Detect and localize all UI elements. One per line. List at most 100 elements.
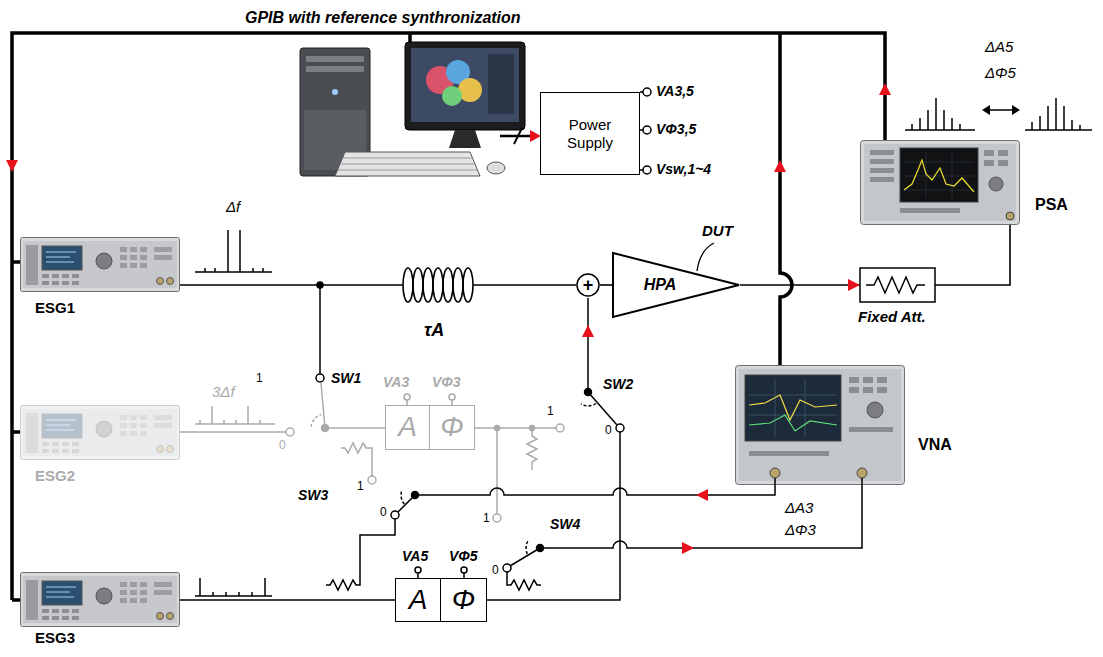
switch-network-grey xyxy=(322,425,329,432)
spectrum-sketch xyxy=(195,98,1092,596)
signal-connector xyxy=(740,284,860,286)
spectrum-sketch xyxy=(195,406,275,424)
text-holder: A xyxy=(396,579,440,621)
node-text: + xyxy=(583,276,594,294)
attenuator-symbol xyxy=(866,277,925,293)
node-heading: ESG3 xyxy=(35,629,75,647)
spectrum-sketch xyxy=(988,109,1014,111)
text-holder: PSA xyxy=(1035,195,1068,214)
switch-network-grey xyxy=(530,426,535,431)
bus-arrow xyxy=(6,160,18,172)
switch-network xyxy=(588,392,617,425)
circle-outline xyxy=(577,274,599,296)
measurement-label: ΔΦ5 xyxy=(985,64,1016,82)
switch-position: 0 xyxy=(492,563,499,577)
node-heading: VNA xyxy=(918,435,952,454)
computer-illustration xyxy=(442,86,462,106)
switch-label: SW3 xyxy=(298,487,328,504)
attenuator-symbol xyxy=(860,268,935,302)
text-holder: VA5 xyxy=(402,548,428,565)
text-holder: ΔA5 xyxy=(985,38,1013,56)
switch-network xyxy=(419,478,775,495)
voltage-label: VΦ5 xyxy=(449,548,478,565)
computer-illustration xyxy=(300,42,525,176)
computer-illustration xyxy=(449,130,481,148)
text-holder: Power Supply xyxy=(541,93,639,174)
text-holder: Vsw,1~4 xyxy=(656,161,711,178)
switch-network-grey xyxy=(495,426,500,431)
text-holder: Fixed Att. xyxy=(858,308,926,326)
power-supply-terminals xyxy=(643,88,651,96)
node-text: A xyxy=(398,412,417,443)
gpib-bus xyxy=(12,33,885,600)
switch-network xyxy=(587,298,589,388)
text-holder: VA3 xyxy=(383,374,409,391)
gpib-bus xyxy=(12,262,20,600)
delay-line-coil xyxy=(453,268,463,302)
spacing-label: 3Δf xyxy=(212,383,235,401)
spectrum-sketch xyxy=(195,578,272,596)
text-holder: 1 xyxy=(256,371,263,385)
switch-network xyxy=(581,404,596,406)
switch-network xyxy=(319,285,321,374)
signal-connector xyxy=(600,284,612,286)
text-holder: SW2 xyxy=(603,376,633,393)
switch-network xyxy=(510,548,540,566)
spectrum-analyzer-picture xyxy=(861,141,1020,225)
spectrum-sketch xyxy=(1025,98,1092,130)
signal-connector xyxy=(480,284,576,286)
voltage-label: VA5 xyxy=(402,548,428,565)
text-holder: HPA xyxy=(620,252,700,318)
text-holder: A xyxy=(386,406,429,449)
gpib-bus xyxy=(780,33,792,365)
delay-line-coil xyxy=(400,268,480,302)
switch-network-grey xyxy=(404,394,410,400)
signal-arrow xyxy=(682,542,694,554)
bus-title: GPIB with reference synthronization xyxy=(245,8,521,27)
switch-network xyxy=(503,564,511,572)
switch-network-grey xyxy=(556,424,564,432)
switch-network-grey xyxy=(180,383,564,522)
switch-network xyxy=(487,432,620,600)
text-holder: 3Δf xyxy=(212,383,235,401)
summing-junction: + xyxy=(576,273,600,297)
switch-network xyxy=(391,511,399,519)
switch-network-grey xyxy=(493,514,501,522)
text-holder: τA xyxy=(424,320,444,342)
double-arrow xyxy=(982,105,990,115)
switch-network xyxy=(415,567,421,573)
switch-position: 0 xyxy=(279,438,286,452)
double-arrow xyxy=(1012,105,1020,115)
delay-line-coil xyxy=(413,268,423,302)
text-holder: VΦ3 xyxy=(432,374,461,391)
voltage-label: Vsw,1~4 xyxy=(656,161,711,178)
node-heading: τA xyxy=(424,320,444,342)
spectrum-analyzer-picture xyxy=(861,141,1020,225)
voltage-label: VΦ3,5 xyxy=(656,121,696,138)
switch-network-grey xyxy=(496,428,498,514)
bus-arrow xyxy=(879,83,891,95)
text-holder: ESG2 xyxy=(35,467,75,485)
text-holder: 0 xyxy=(605,423,612,437)
signal-generator-picture xyxy=(21,406,180,460)
switch-network xyxy=(616,424,624,432)
switch-position: 1 xyxy=(483,511,490,525)
power-supply-box: Power Supply xyxy=(540,92,640,175)
spacing-label: Δf xyxy=(226,198,240,216)
spectrum-sketch xyxy=(905,98,975,130)
text-holder: 1 xyxy=(357,479,364,493)
text-holder: SW3 xyxy=(298,487,328,504)
switch-network-grey xyxy=(180,431,286,433)
signal-connector xyxy=(935,225,1010,285)
gpib-bus xyxy=(408,33,412,42)
amplifier-triangle: HPADUT xyxy=(612,252,740,318)
text-holder: 0 xyxy=(279,438,286,452)
connector-group xyxy=(180,225,1010,600)
node-heading: PSA xyxy=(1035,195,1068,214)
computer-illustration xyxy=(306,66,364,72)
switch-network-grey xyxy=(368,476,376,484)
computer-illustration xyxy=(332,89,338,95)
text-holder: ΔΦ3 xyxy=(785,521,816,539)
phase-control: Φ xyxy=(440,578,487,622)
